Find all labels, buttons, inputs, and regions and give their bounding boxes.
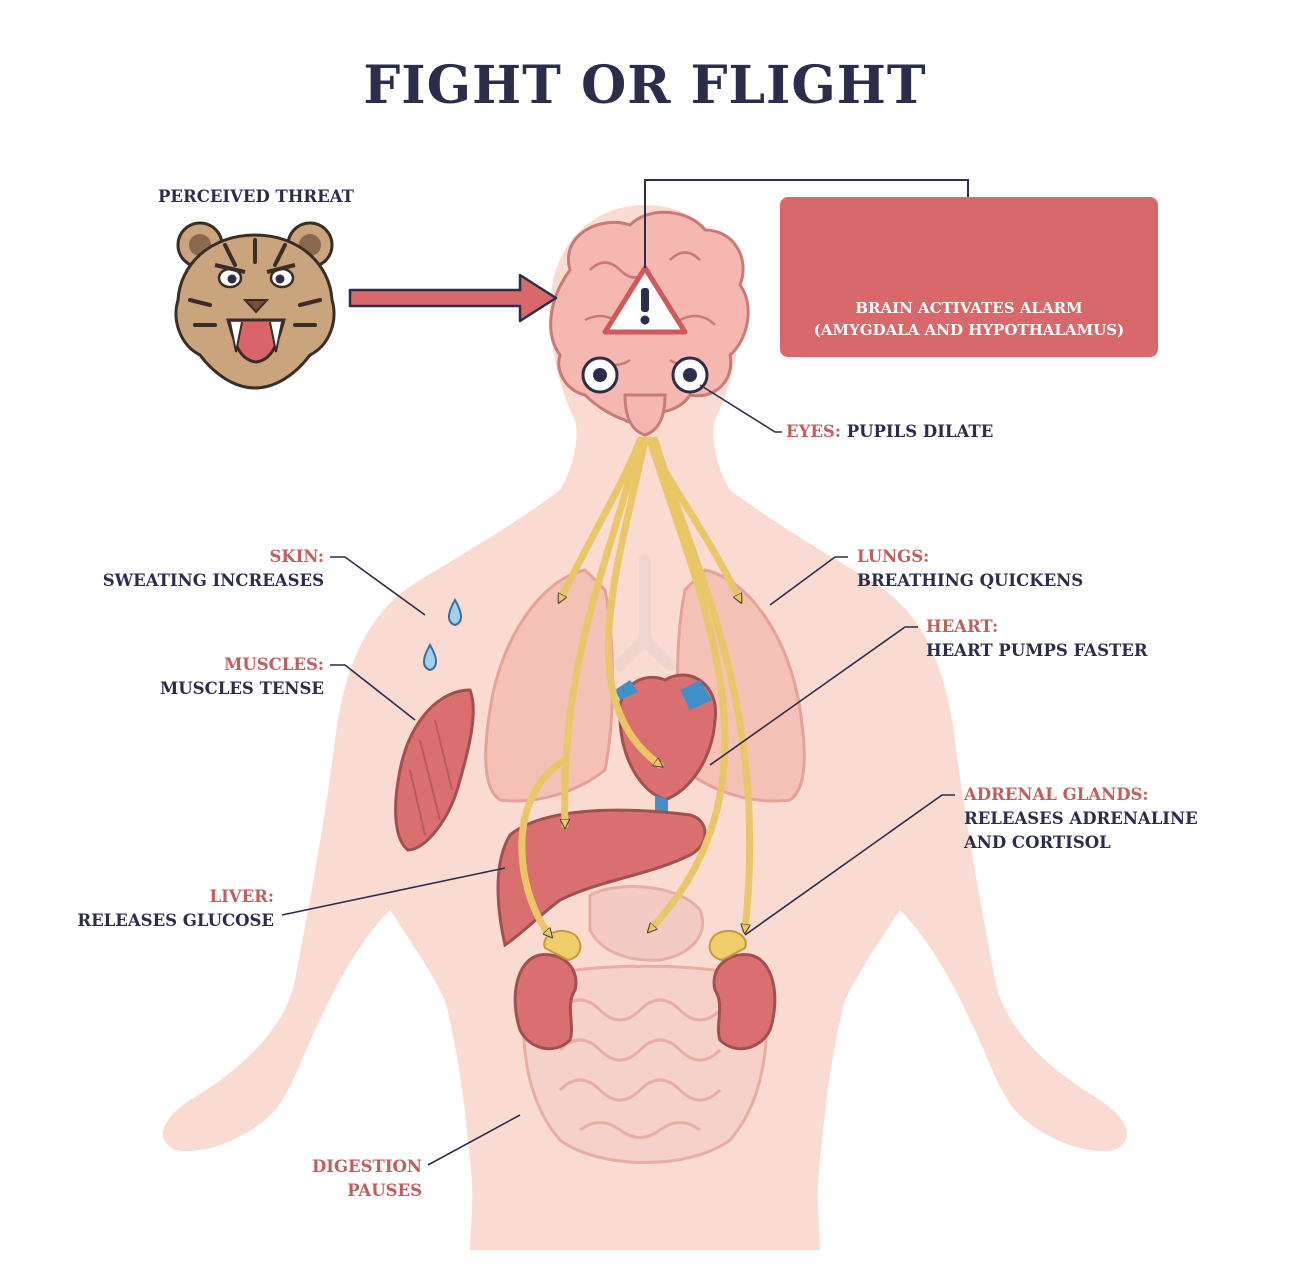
- tiger-head-icon: [174, 221, 336, 390]
- threat-label: PERCEIVED THREAT: [158, 187, 354, 206]
- muscles-heading: MUSCLES:: [224, 655, 324, 674]
- warning-icon: [602, 265, 688, 335]
- skin-label: SKIN: SWEATING INCREASES: [60, 545, 324, 593]
- eyes-icon: [581, 356, 709, 394]
- heart-text: HEART PUMPS FASTER: [926, 641, 1148, 660]
- muscles-label: MUSCLES: MUSCLES TENSE: [60, 653, 324, 701]
- alarm-connector-line: [644, 179, 969, 268]
- lungs-heading: LUNGS:: [857, 547, 930, 566]
- liver-label: LIVER: RELEASES GLUCOSE: [40, 885, 274, 933]
- lungs-label: LUNGS: BREATHING QUICKENS: [857, 545, 1083, 593]
- alarm-text: BRAIN ACTIVATES ALARM (AMYGDALA AND HYPO…: [780, 297, 1158, 341]
- lungs-text: BREATHING QUICKENS: [857, 571, 1084, 590]
- muscles-text: MUSCLES TENSE: [160, 679, 324, 698]
- heart-heading: HEART:: [926, 617, 999, 636]
- heart-label: HEART: HEART PUMPS FASTER: [926, 615, 1148, 663]
- sweat-drops-icon: [423, 598, 462, 672]
- adrenal-line-2: AND CORTISOL: [964, 833, 1111, 852]
- signal-arrows: [518, 436, 754, 935]
- skin-heading: SKIN:: [269, 547, 324, 566]
- page-title: FIGHT OR FLIGHT: [363, 55, 927, 116]
- heart-illustration: [615, 673, 718, 815]
- adrenal-line-1: RELEASES ADRENALINE: [964, 809, 1198, 828]
- eyes-heading: EYES:: [786, 422, 841, 441]
- liver-illustration: [496, 808, 707, 948]
- alarm-line-2: (AMYGDALA AND HYPOTHALAMUS): [813, 321, 1125, 339]
- liver-text: RELEASES GLUCOSE: [77, 911, 274, 930]
- skin-text: SWEATING INCREASES: [102, 571, 324, 590]
- eyes-text: PUPILS DILATE: [846, 422, 994, 441]
- digestion-line-2: PAUSES: [347, 1181, 422, 1200]
- eyes-label: EYES: PUPILS DILATE: [786, 420, 993, 444]
- leader-lines: [281, 384, 955, 1166]
- alarm-box: BRAIN ACTIVATES ALARM (AMYGDALA AND HYPO…: [780, 197, 1158, 357]
- digestion-line-1: DIGESTION: [311, 1157, 422, 1176]
- alarm-line-1: BRAIN ACTIVATES ALARM: [855, 299, 1083, 317]
- kidneys-illustration: [513, 929, 777, 1051]
- adrenal-label: ADRENAL GLANDS: RELEASES ADRENALINE AND …: [964, 783, 1198, 855]
- adrenal-heading: ADRENAL GLANDS:: [964, 785, 1149, 804]
- threat-arrow: [348, 273, 558, 323]
- muscle-illustration: [394, 688, 475, 852]
- digestion-label: DIGESTION PAUSES: [200, 1155, 422, 1203]
- liver-heading: LIVER:: [209, 887, 274, 906]
